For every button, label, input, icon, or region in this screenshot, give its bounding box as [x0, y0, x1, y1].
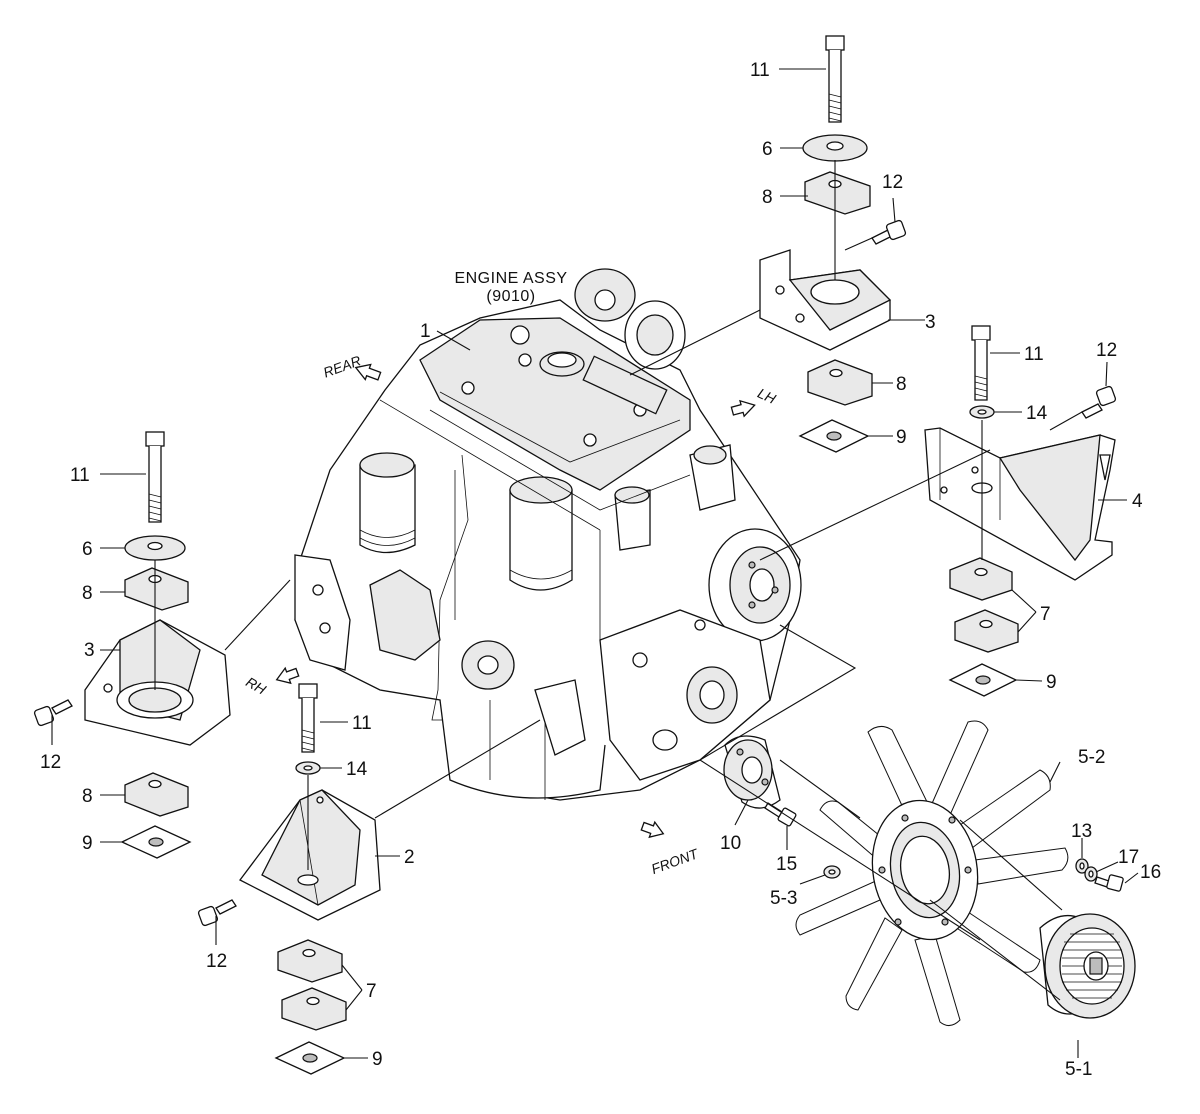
callout-15: 15 — [776, 854, 797, 875]
front-direction-label: FRONT — [649, 845, 701, 877]
callout-6-left: 6 — [82, 539, 93, 560]
callout-9-top: 9 — [896, 427, 907, 448]
lh-direction-label: LH — [755, 385, 779, 407]
callout-11-top: 11 — [750, 60, 770, 81]
callout-14-center: 14 — [346, 759, 368, 780]
left-mount-stack — [33, 431, 231, 859]
callout-2: 2 — [404, 847, 415, 868]
callout-8-top: 8 — [762, 187, 773, 208]
right-mount-stack — [924, 325, 1117, 697]
part-callouts: 1 2 3 3 4 5-1 5-2 5-3 6 6 7 7 8 8 8 8 9 … — [40, 60, 1161, 1080]
bolt-head — [825, 35, 845, 51]
callout-11-right: 11 — [1024, 344, 1044, 365]
top-right-mount-stack — [759, 35, 907, 453]
callout-5-2: 5-2 — [1078, 747, 1105, 768]
callout-8-left-top: 8 — [82, 583, 93, 604]
callout-9-right: 9 — [1046, 672, 1057, 693]
center-mount-stack — [197, 683, 381, 1075]
callout-12-bottom: 12 — [206, 951, 227, 972]
rh-arrow-icon — [275, 666, 300, 685]
engine-assembly — [294, 268, 802, 801]
callout-14-right: 14 — [1026, 403, 1048, 424]
callout-10: 10 — [720, 833, 741, 854]
callout-11-center: 11 — [352, 713, 372, 734]
callout-4: 4 — [1132, 491, 1143, 512]
rh-direction-label: RH — [243, 674, 269, 698]
callout-1: 1 — [420, 321, 431, 342]
leader-lines — [51, 68, 1139, 1059]
callout-7-bottom: 7 — [366, 981, 377, 1002]
callout-3-top: 3 — [925, 312, 936, 333]
callout-11-left: 11 — [70, 465, 90, 486]
callout-16: 16 — [1140, 862, 1161, 883]
callout-3-left: 3 — [84, 640, 95, 661]
callout-5-3: 5-3 — [770, 888, 797, 909]
callout-8-mid: 8 — [896, 374, 907, 395]
callout-13: 13 — [1071, 821, 1092, 842]
rear-direction-label: REAR — [321, 352, 363, 380]
callout-9-bottom: 9 — [372, 1049, 383, 1070]
rear-arrow-icon — [354, 363, 382, 381]
engine-assy-code: (9010) — [486, 288, 535, 305]
callout-6-top: 6 — [762, 139, 773, 160]
callout-9-left: 9 — [82, 833, 93, 854]
front-arrow-icon — [640, 820, 665, 839]
engine-title: ENGINE ASSY (9010) — [454, 270, 567, 305]
lh-arrow-icon — [730, 399, 756, 418]
callout-12-right: 12 — [1096, 340, 1117, 361]
callout-8-left-bottom: 8 — [82, 786, 93, 807]
callout-5-1: 5-1 — [1065, 1059, 1092, 1080]
callout-17: 17 — [1118, 847, 1139, 868]
engine-assy-title: ENGINE ASSY — [454, 270, 567, 287]
callout-12-top: 12 — [882, 172, 903, 193]
callout-7-right: 7 — [1040, 604, 1051, 625]
fan-assembly — [723, 720, 1136, 1026]
callout-12-left: 12 — [40, 752, 61, 773]
